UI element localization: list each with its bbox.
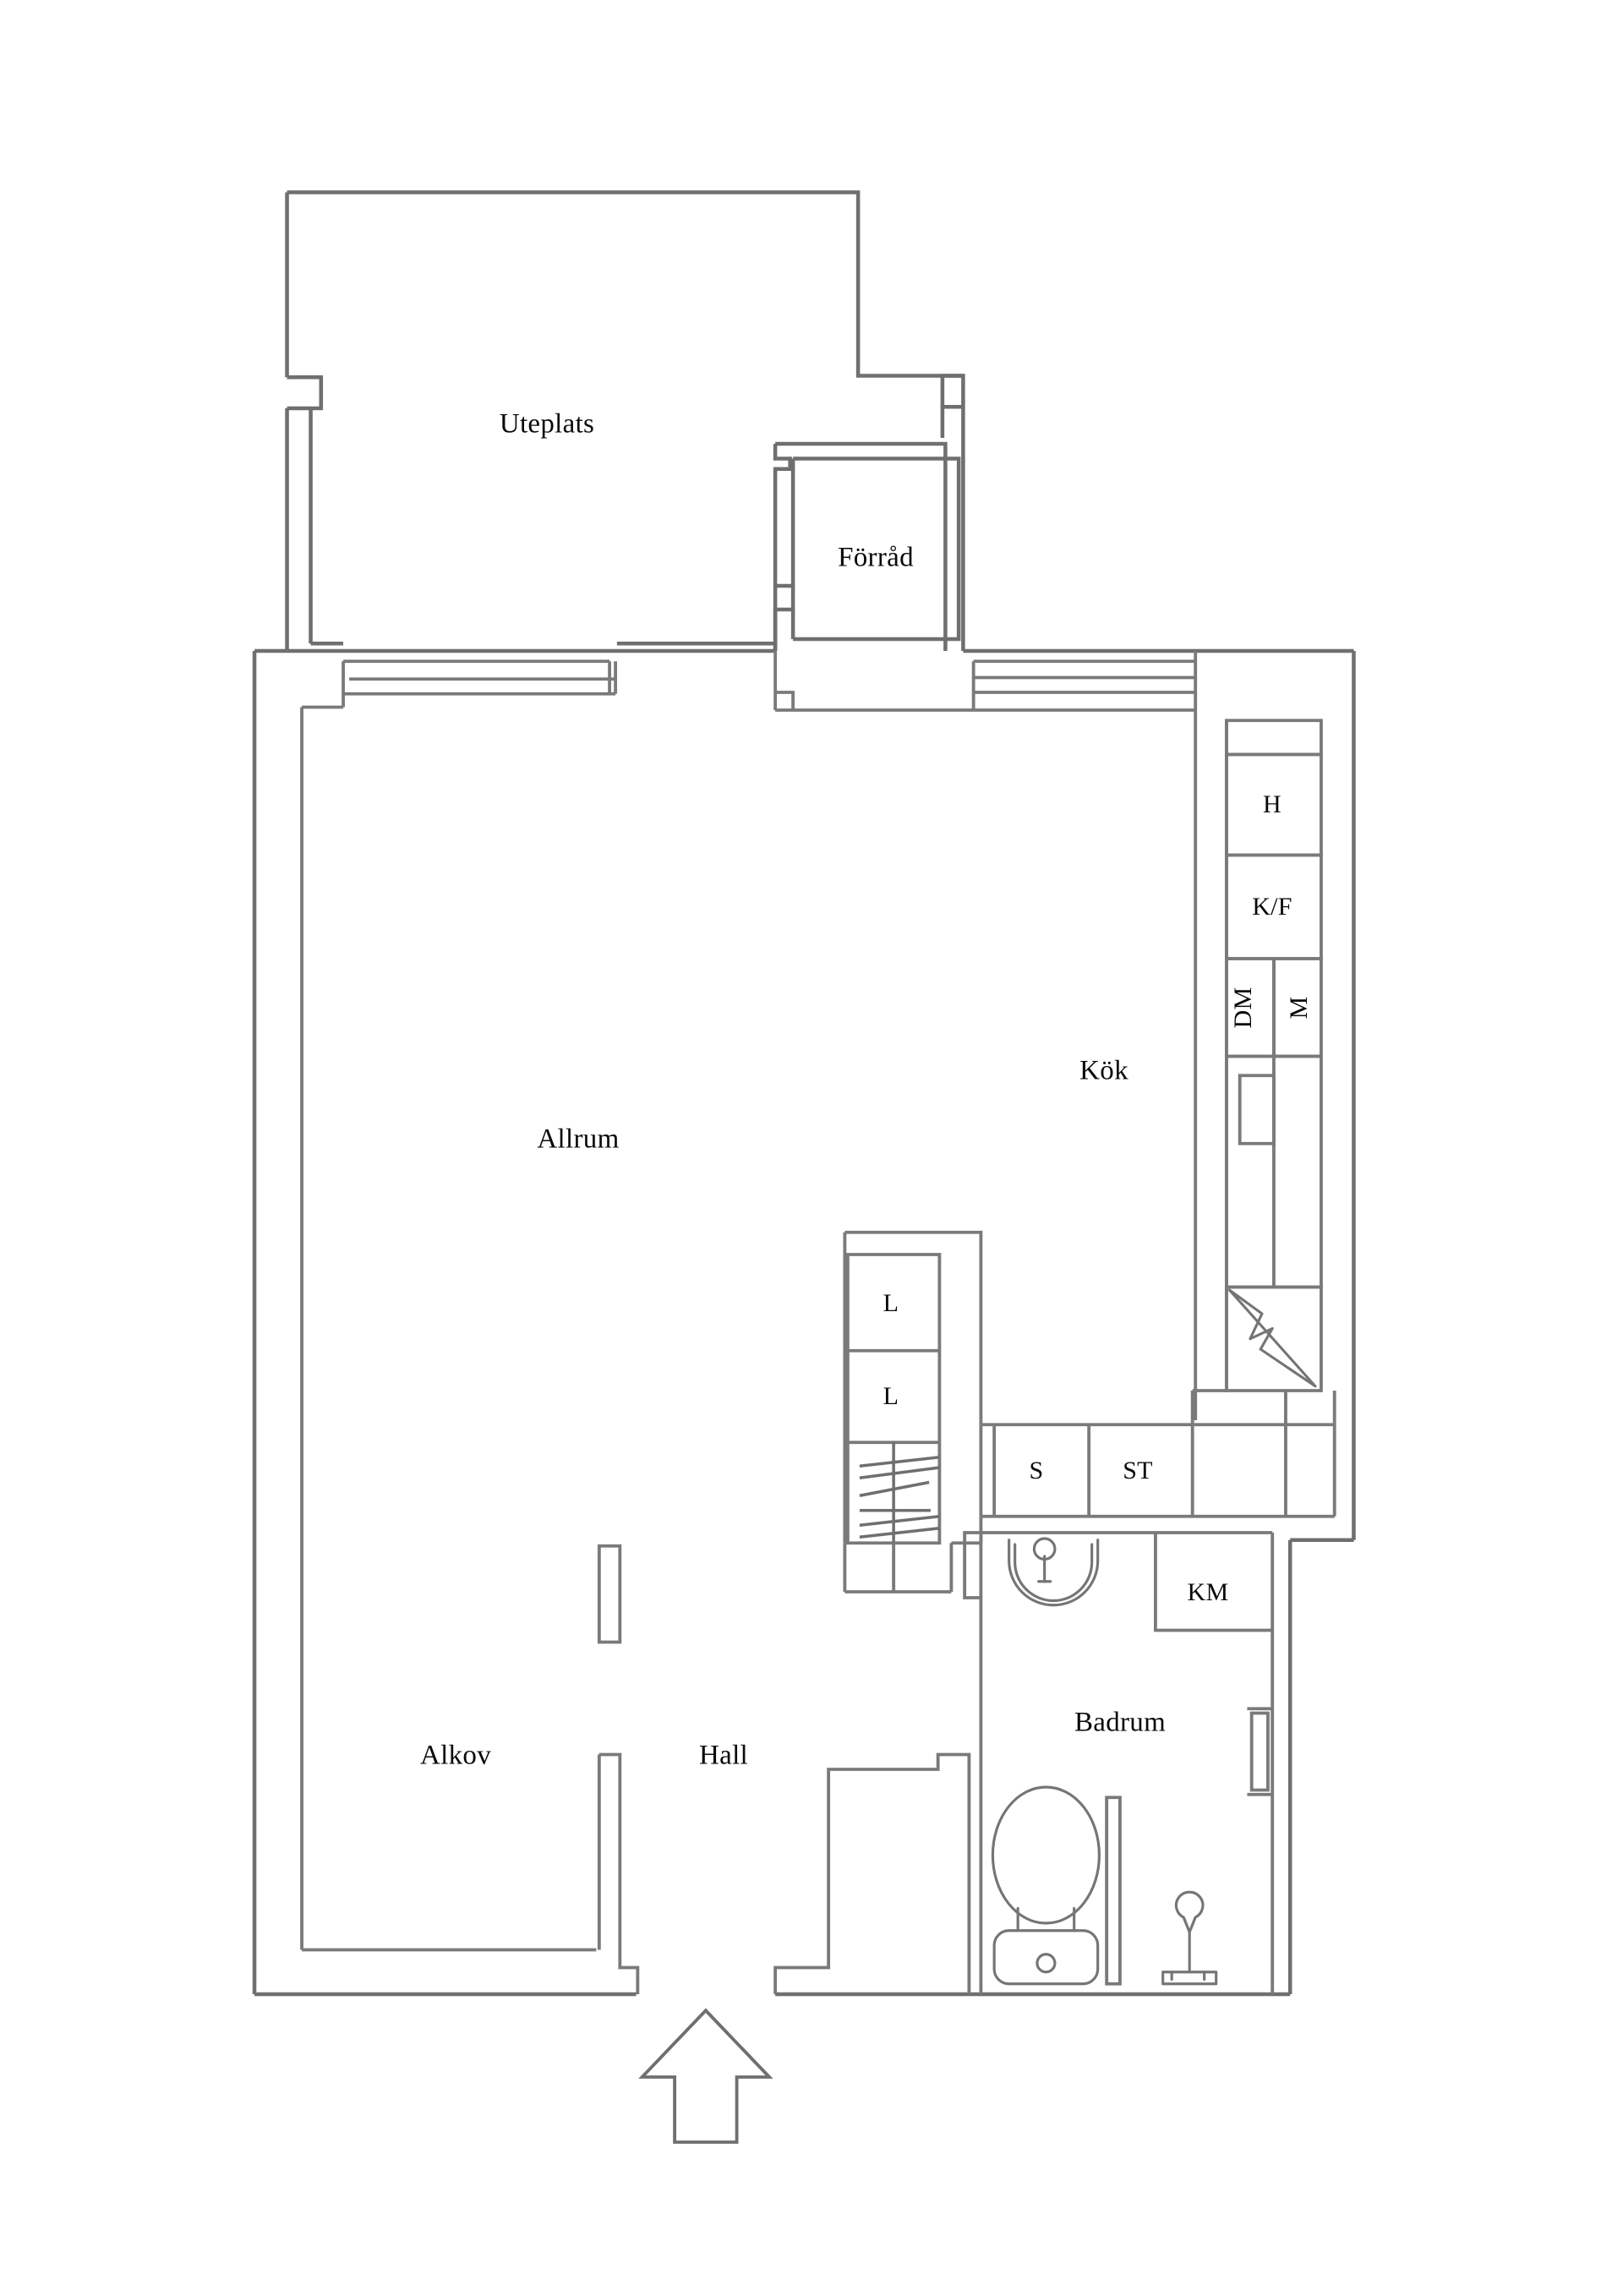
wardrobe-column bbox=[843, 1230, 983, 1594]
bathroom-sink-icon bbox=[1008, 1537, 1100, 1607]
sliding-door-east[interactable] bbox=[773, 651, 1198, 712]
sliding-door-west[interactable] bbox=[343, 659, 618, 696]
wardrobe-hanging-rail-icon bbox=[859, 1442, 940, 1544]
entrance-arrow-icon bbox=[638, 2008, 773, 2144]
uteplats-outline bbox=[285, 190, 965, 651]
shower-partition bbox=[1105, 1796, 1122, 1986]
bathroom-outline bbox=[963, 1531, 1275, 1994]
corner-cabinet-zigzag-icon bbox=[1227, 1288, 1317, 1388]
kitchen-appliance-column bbox=[1225, 719, 1323, 1392]
shower-fixture-icon bbox=[1161, 1890, 1218, 1986]
toilet-icon bbox=[991, 1785, 1101, 1986]
bathroom-window-icon bbox=[1247, 1707, 1273, 1796]
north-wall-return bbox=[775, 691, 795, 710]
building-outer-wall bbox=[252, 648, 1356, 1997]
kitchen-lower-cabinets bbox=[979, 710, 1336, 1518]
building-inner-wall bbox=[300, 661, 597, 1952]
hall-alkov-dividers bbox=[597, 1544, 971, 1994]
forrad-outline bbox=[773, 441, 961, 651]
